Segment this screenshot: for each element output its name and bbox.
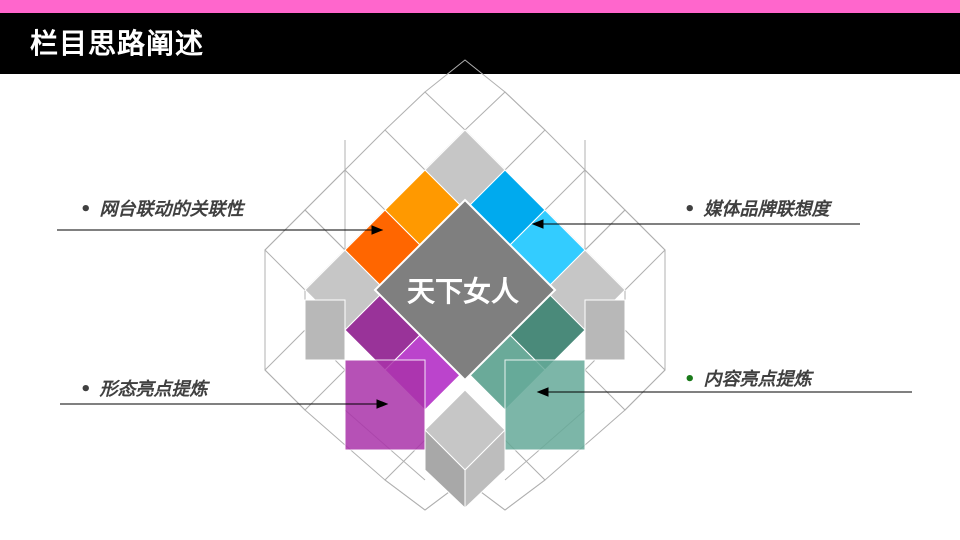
label-top-right: • 媒体品牌联想度 <box>684 195 830 221</box>
label-text: 形态亮点提炼 <box>99 379 208 400</box>
bullet-icon: • <box>684 369 696 390</box>
label-text: 媒体品牌联想度 <box>703 199 830 220</box>
bullet-icon: • <box>80 199 92 220</box>
label-top-left: • 网台联动的关联性 <box>80 195 244 221</box>
page-title: 栏目思路阐述 <box>30 27 205 60</box>
center-label: 天下女人 <box>406 275 519 308</box>
bullet-icon: • <box>684 199 696 220</box>
label-bottom-left: • 形态亮点提炼 <box>80 375 208 401</box>
green-block <box>464 289 586 451</box>
accent-strip <box>0 0 960 13</box>
label-text: 网台联动的关联性 <box>99 199 244 220</box>
center-diamond <box>373 198 557 382</box>
title-bar <box>0 13 960 74</box>
pointer-lines <box>57 219 912 409</box>
label-text: 内容亮点提炼 <box>703 369 812 390</box>
bullet-icon: • <box>80 379 92 400</box>
label-bottom-right: • 内容亮点提炼 <box>684 365 812 391</box>
